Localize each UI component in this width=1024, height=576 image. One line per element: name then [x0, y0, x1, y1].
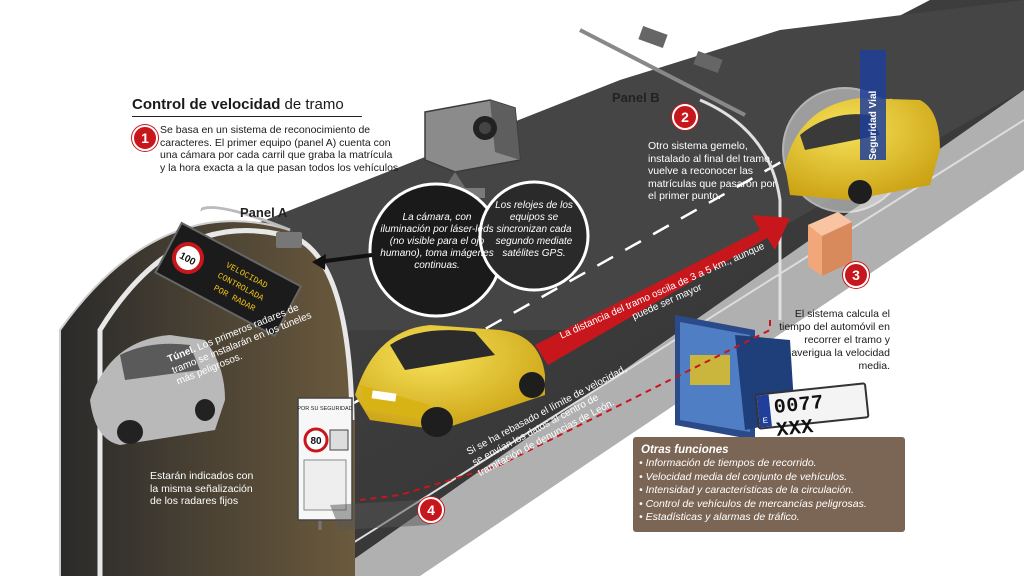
- road-sign-header: POR SU SEGURIDAD: [297, 406, 352, 412]
- plate-number: 0077 XXX: [772, 391, 825, 443]
- gantry-a-pole: [199, 206, 291, 232]
- road-sign-limit: 80: [310, 436, 322, 447]
- list-item: Estadísticas y alarmas de tráfico.: [639, 511, 867, 525]
- other-functions-list: Información de tiempos de recorrido. Vel…: [639, 457, 867, 525]
- list-item: Información de tiempos de recorrido.: [639, 457, 867, 471]
- distance-arrow: [535, 215, 790, 365]
- clock-bubble-text: Los relojes de los equipos se sincroniza…: [495, 200, 573, 259]
- step-4-badge: 4: [418, 497, 444, 523]
- list-item: Intensidad y características de la circu…: [639, 484, 867, 498]
- step-2-badge: 2: [672, 104, 698, 130]
- road-edge-line: [309, 119, 1024, 571]
- diagram-title: Control de velocidad de tramo: [132, 96, 362, 117]
- step-1-text: Se basa en un sistema de reconocimiento …: [160, 124, 399, 174]
- yellow-car: [355, 325, 545, 437]
- title-rest: de tramo: [280, 96, 344, 113]
- list-item: Control de vehículos de mercancías pelig…: [639, 498, 867, 512]
- title-underline: [132, 116, 362, 117]
- silver-car: [90, 335, 225, 445]
- camera-bubble-text: La cámara, con iluminación por láser-led…: [380, 212, 494, 271]
- step-2-text: Otro sistema gemelo, instalado al final …: [648, 140, 776, 202]
- step-3-text: El sistema calcula el tiempo del automóv…: [779, 308, 890, 372]
- signage-note: Estarán indicados con la misma señalizac…: [150, 470, 254, 507]
- step-3-badge: 3: [843, 262, 869, 288]
- gantry-b-pole: [699, 98, 782, 320]
- traffic-police-car: [782, 50, 940, 213]
- title-bold: Control de velocidad: [132, 96, 281, 113]
- panel-a-label: Panel A: [240, 205, 288, 220]
- plate-country: E: [756, 394, 772, 428]
- other-functions-title: Otras funciones: [641, 444, 729, 456]
- led-sign: 100 VELOCIDAD CONTROLADA POR RADAR: [154, 221, 303, 338]
- list-item: Velocidad media del conjunto de vehículo…: [639, 471, 867, 485]
- gantry-b-arm: [579, 28, 746, 117]
- camera-icon: [415, 99, 521, 198]
- car-decal: Seguridad Vial: [868, 90, 879, 160]
- data-path: [359, 320, 771, 501]
- panel-b-label: Panel B: [612, 90, 660, 105]
- other-functions-box: Otras funciones Información de tiempos d…: [633, 437, 905, 532]
- step-1-badge: 1: [132, 125, 158, 151]
- processing-unit: [808, 212, 852, 276]
- clock-bubble: [478, 180, 590, 292]
- road-sign: POR SU SEGURIDAD 80: [297, 397, 353, 530]
